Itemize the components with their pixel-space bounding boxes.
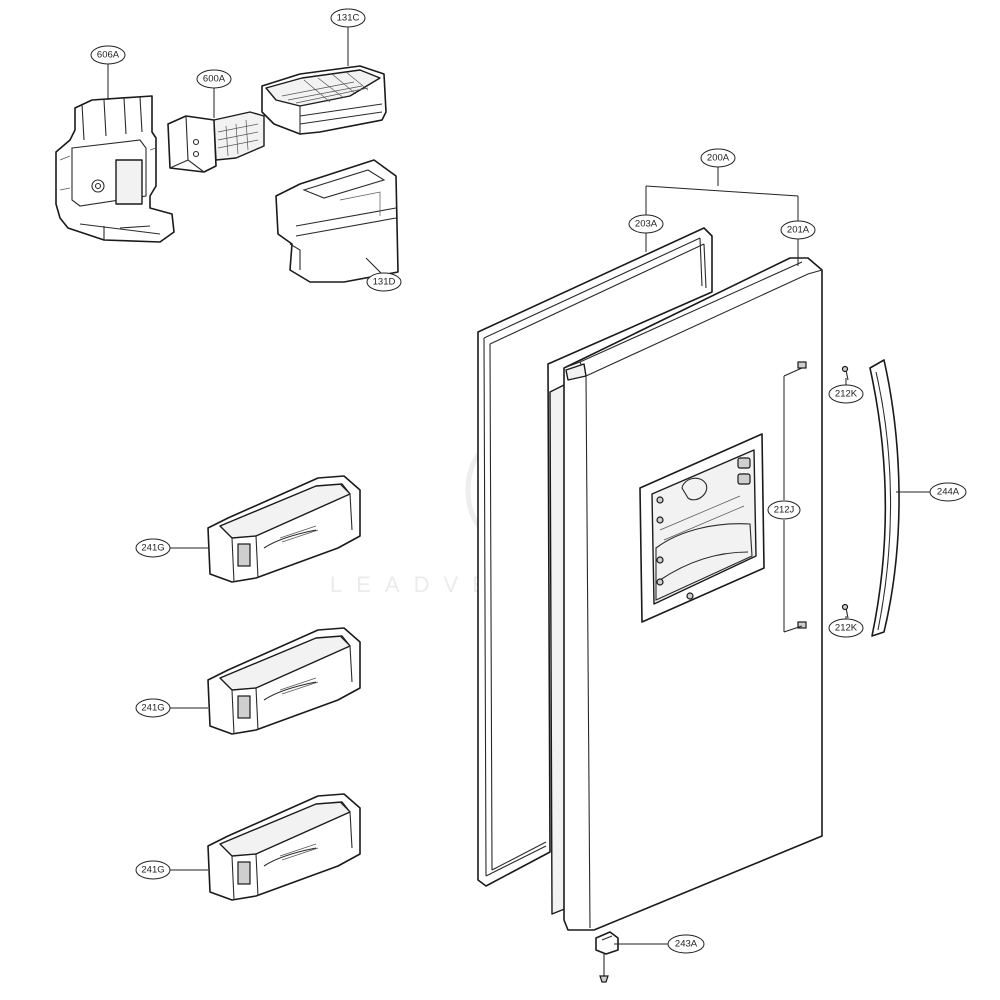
callout-241g-3-label: 241G [141, 865, 164, 876]
callout-241g-1-label: 241G [141, 543, 164, 554]
part-241g-bin-1 [207, 475, 361, 583]
part-203a-gasket [477, 227, 713, 887]
callout-212k-bottom: 212K [828, 618, 864, 638]
callout-243a-label: 243A [675, 939, 698, 950]
part-241g-bin-3 [207, 793, 361, 901]
callout-606a: 606A [90, 45, 126, 65]
callout-600a: 600A [196, 69, 232, 89]
part-243a-hinge [595, 931, 619, 983]
callout-131d-label: 131D [373, 277, 396, 288]
callout-212k-top: 212K [828, 384, 864, 404]
callout-203a: 203A [628, 214, 664, 234]
part-244a-handle [869, 359, 900, 637]
callout-203a-label: 203A [635, 219, 658, 230]
callout-241g-2-label: 241G [141, 703, 164, 714]
callout-212j-label: 212J [774, 505, 795, 516]
callout-212k-top-label: 212K [835, 389, 858, 400]
part-131c-cover [261, 65, 387, 135]
part-606a-bracket [55, 95, 175, 243]
callout-131c-label: 131C [337, 13, 360, 24]
callout-244a: 244A [929, 482, 967, 502]
callout-200a-label: 200A [707, 153, 730, 164]
callout-241g-2: 241G [135, 698, 171, 718]
part-600a-icemaker [167, 111, 265, 173]
callout-244a-label: 244A [937, 487, 960, 498]
callout-131c: 131C [330, 8, 366, 28]
callout-241g-3: 241G [135, 860, 171, 880]
callout-606a-label: 606A [97, 50, 120, 61]
callout-131d: 131D [366, 272, 402, 292]
callout-241g-1: 241G [135, 538, 171, 558]
part-201a-door [549, 257, 823, 931]
part-212k-screw-bottom [841, 603, 849, 619]
callout-201a-label: 201A [787, 225, 810, 236]
callout-243a: 243A [667, 934, 705, 954]
callout-201a: 201A [780, 220, 816, 240]
callout-600a-label: 600A [203, 74, 226, 85]
callout-212j: 212J [767, 500, 801, 520]
part-131d-bucket [275, 159, 399, 283]
part-212k-screw-top [841, 365, 849, 381]
callout-212k-bottom-label: 212K [835, 623, 858, 634]
part-241g-bin-2 [207, 627, 361, 735]
callout-200a: 200A [700, 148, 736, 168]
